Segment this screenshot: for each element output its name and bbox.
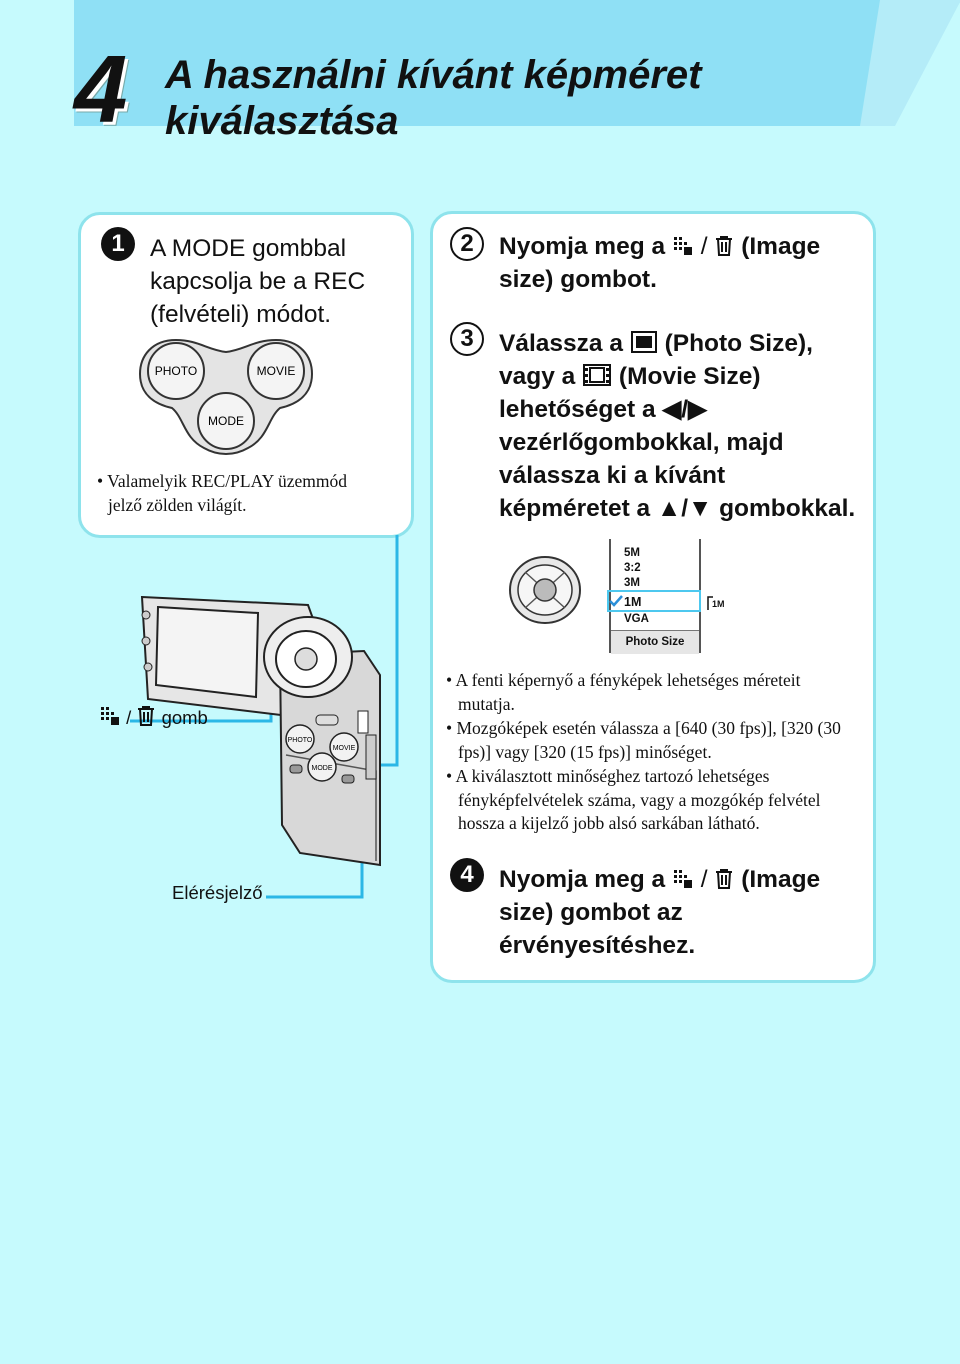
step3-instruction: Válassza a (Photo Size), vagy a (Movie S… bbox=[499, 330, 856, 522]
note-2: • Mozgóképek esetén válassza a [640 (30 … bbox=[446, 718, 841, 762]
step1-badge: 1 bbox=[101, 227, 135, 261]
menu-item-1m: 1M bbox=[624, 595, 642, 609]
photo-size-menu: 5M 3:2 3M 1M VGA Photo Size bbox=[607, 539, 701, 654]
menu-item-3m: 3M bbox=[624, 577, 640, 589]
trash-icon bbox=[138, 706, 155, 726]
menu-selection-highlight bbox=[607, 590, 701, 612]
note-3: • A kiválasztott minőséghez tartozó lehe… bbox=[446, 766, 821, 833]
header-banner bbox=[74, 0, 960, 126]
check-icon bbox=[609, 595, 623, 607]
step2-badge: 2 bbox=[450, 227, 484, 261]
photo-button-label: PHOTO bbox=[155, 364, 197, 378]
mode-buttons-illustration: PHOTO MOVIE MODE bbox=[138, 338, 314, 455]
access-lamp-label: Elérésjelző bbox=[172, 882, 263, 903]
image-size-icon bbox=[673, 237, 692, 255]
notes-list: • A fenti képernyő a fényképek lehetsége… bbox=[446, 669, 856, 837]
step1-note: • Valamelyik REC/PLAY üzemmód jelző zöld… bbox=[97, 471, 347, 515]
step4-badge: 4 bbox=[450, 858, 484, 892]
page-title: A használni kívánt képméret kiválasztása bbox=[165, 53, 702, 143]
step1-instruction: A MODE gombbal kapcsolja be a REC (felvé… bbox=[150, 235, 366, 328]
image-size-icon bbox=[101, 707, 119, 725]
trash-icon bbox=[716, 236, 733, 256]
control-pad-icon bbox=[509, 556, 581, 624]
camera-illustration: PHOTO MOVIE MODE bbox=[130, 535, 399, 899]
menu-item-vga: VGA bbox=[624, 613, 649, 625]
menu-footer: Photo Size bbox=[611, 630, 699, 654]
size-indicator-icon: 1M bbox=[707, 595, 727, 610]
image-size-icon bbox=[673, 870, 692, 888]
step4-instruction: Nyomja meg a / (Image size) gombot az ér… bbox=[499, 866, 821, 959]
svg-text:MOVIE: MOVIE bbox=[333, 745, 356, 752]
photo-size-icon bbox=[630, 331, 657, 353]
trash-icon bbox=[716, 869, 733, 889]
movie-size-icon bbox=[583, 364, 612, 386]
step3-badge: 3 bbox=[450, 322, 484, 356]
movie-button-label: MOVIE bbox=[257, 364, 296, 378]
menu-item-3-2: 3:2 bbox=[624, 562, 641, 574]
note-1: • A fenti képernyő a fényképek lehetsége… bbox=[446, 670, 801, 714]
image-size-button-label: / gomb bbox=[99, 705, 208, 729]
svg-text:MODE: MODE bbox=[312, 765, 333, 772]
chapter-number: 4 bbox=[74, 36, 128, 143]
mode-button-label: MODE bbox=[208, 414, 244, 428]
svg-text:PHOTO: PHOTO bbox=[288, 737, 313, 744]
step2-instruction: Nyomja meg a / (Image size) gombot. bbox=[499, 233, 821, 293]
menu-item-5m: 5M bbox=[624, 547, 640, 559]
